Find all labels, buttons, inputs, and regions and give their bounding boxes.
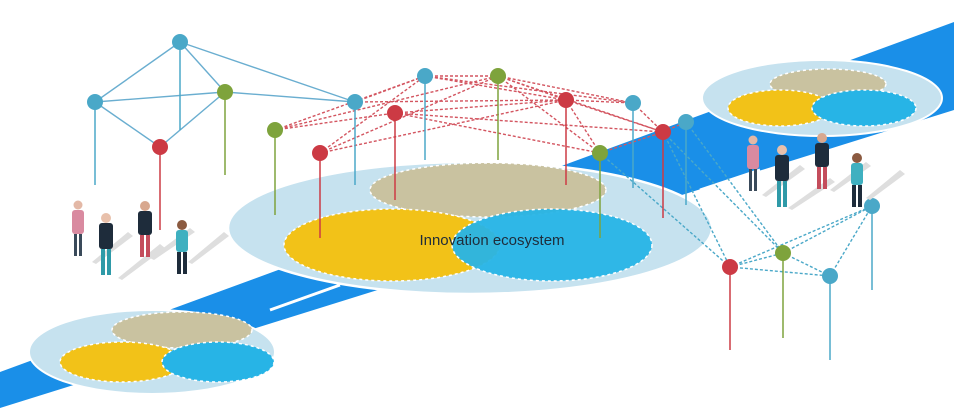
people-group-left <box>72 200 229 280</box>
node-red <box>722 259 738 275</box>
person <box>815 133 829 189</box>
node-red <box>655 124 671 140</box>
ecosystem-main: Innovation ecosystem <box>226 160 714 296</box>
node-teal <box>417 68 433 84</box>
node-green <box>267 122 283 138</box>
person <box>775 145 789 207</box>
node-green <box>592 145 608 161</box>
ecosystem-small-right <box>701 59 943 137</box>
node-red <box>387 105 403 121</box>
network-links-right <box>599 121 873 277</box>
node-red <box>152 139 168 155</box>
node-teal <box>172 34 188 50</box>
person <box>851 153 863 207</box>
node-teal <box>864 198 880 214</box>
person <box>138 201 152 257</box>
node-red <box>312 145 328 161</box>
network-links-left <box>94 41 356 148</box>
ecosystem-small-left <box>28 309 276 395</box>
network-pins <box>87 34 880 360</box>
node-green <box>490 68 506 84</box>
person <box>72 200 84 256</box>
node-green <box>217 84 233 100</box>
node-teal <box>347 94 363 110</box>
node-teal <box>625 95 641 111</box>
connector-line-left <box>269 283 341 312</box>
network-links-center <box>274 75 687 154</box>
people-group-right <box>747 133 905 210</box>
node-teal <box>678 114 694 130</box>
person <box>99 213 113 275</box>
person <box>747 135 759 191</box>
node-teal <box>87 94 103 110</box>
node-red <box>558 92 574 108</box>
node-green <box>775 245 791 261</box>
ecosystem-label: Innovation ecosystem <box>419 232 564 249</box>
person <box>176 220 188 274</box>
node-teal <box>822 268 838 284</box>
